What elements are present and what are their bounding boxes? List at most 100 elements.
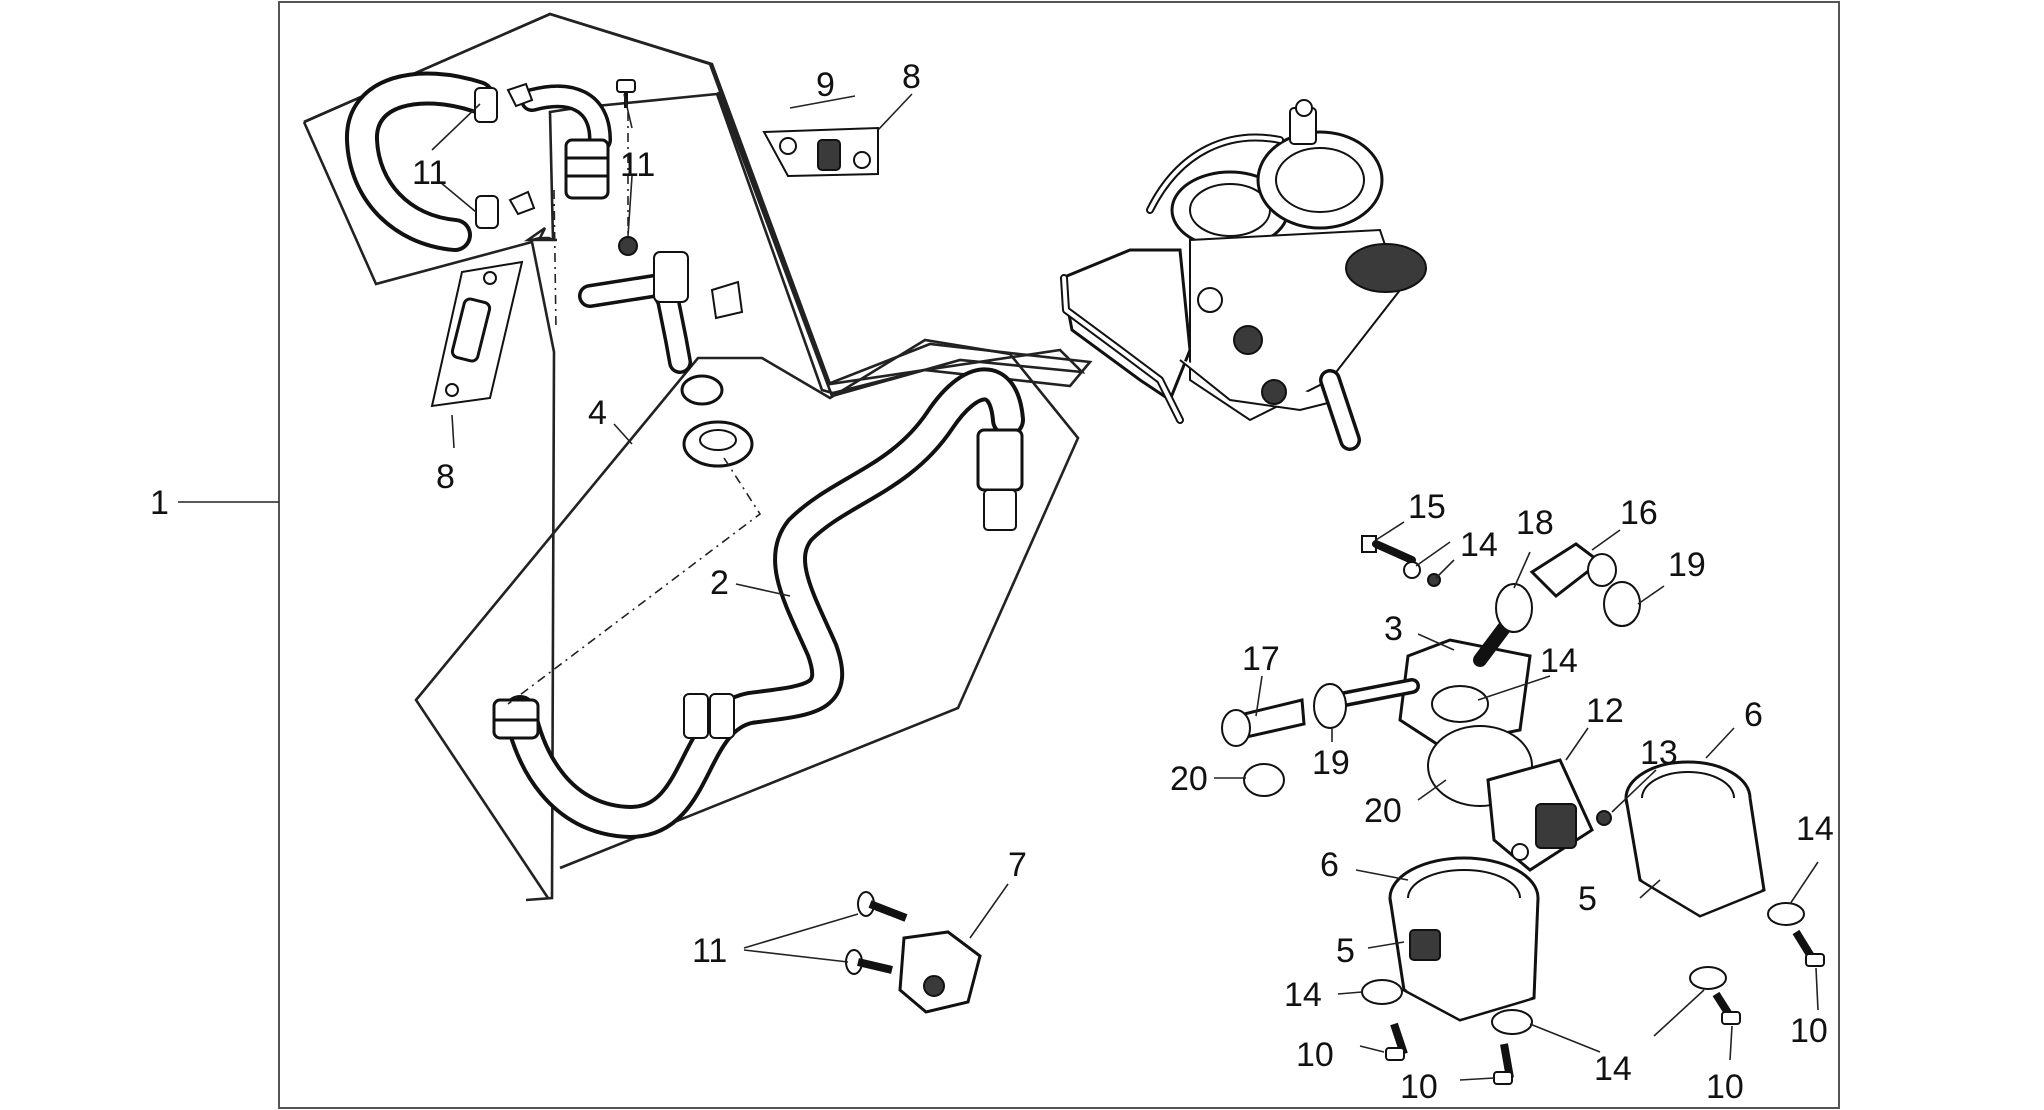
- leader-4: [613, 423, 633, 445]
- leader-10d: [1815, 967, 1819, 1011]
- leader-13: [1611, 769, 1657, 813]
- leader-14-far: [1789, 861, 1819, 905]
- callout-4: 4: [588, 394, 607, 432]
- screw-13: [1596, 810, 1612, 826]
- throttle-position-sensor: [898, 930, 982, 1014]
- assembly-line-a: [553, 189, 557, 331]
- callout-11b: 11: [620, 146, 655, 184]
- injector-plate-right: [762, 126, 879, 178]
- valve-12: [1486, 758, 1594, 872]
- group-outline-kit: [303, 12, 1086, 398]
- leader-6-right: [1705, 727, 1735, 759]
- callout-11c: 11: [692, 932, 727, 970]
- callout-14-top: 14: [1540, 642, 1578, 680]
- leader-14-mid: [1653, 989, 1705, 1037]
- leader-21: [1417, 779, 1447, 801]
- callout-16: 15: [1408, 488, 1446, 526]
- elbow-pipe-17: [1529, 542, 1617, 598]
- leader-14-bottom: [1529, 1023, 1601, 1053]
- callout-1: 1: [150, 484, 169, 522]
- hose-short: [520, 84, 612, 152]
- leader-11b-up: [623, 93, 633, 129]
- callout-15: 14: [1460, 526, 1498, 564]
- washer-14d: [1767, 902, 1805, 926]
- leader-11c-up: [743, 913, 859, 949]
- callout-11a: 11: [412, 154, 447, 192]
- leader-10a: [1359, 1045, 1385, 1053]
- callout-10d: 10: [1790, 1012, 1828, 1050]
- intake-manifold-right: [1624, 760, 1766, 918]
- callout-5-lower: 5: [1336, 932, 1355, 970]
- leader-14-left: [1337, 991, 1363, 995]
- retaining-clip-b: [508, 190, 536, 216]
- callout-10a: 10: [1296, 1036, 1334, 1074]
- throttle-body-assembly: [1060, 99, 1427, 451]
- callout-2: 2: [710, 564, 729, 602]
- washer-14c: [1689, 966, 1727, 990]
- hose-clamp-b: [475, 195, 499, 229]
- callout-17: 16: [1620, 494, 1658, 532]
- leader-11b-down: [627, 175, 633, 237]
- sensor-screw-b: [845, 949, 893, 975]
- callout-14-left: 14: [1284, 976, 1322, 1014]
- screw-mid: [618, 236, 638, 256]
- bolt-10d: [1792, 929, 1825, 967]
- clamp-20-left: [1243, 763, 1285, 797]
- group-outline-left: [302, 121, 556, 902]
- thermostat-housing: [1332, 621, 1532, 748]
- fuel-line-connector-left: [492, 698, 540, 740]
- clamp-19-upper: [1495, 583, 1533, 633]
- callout-6-right: 6: [1744, 696, 1763, 734]
- bolt-10b: [1493, 1043, 1514, 1085]
- callout-14-far: 14: [1796, 810, 1834, 848]
- leader-11a-up: [431, 103, 481, 151]
- callout-6-lower: 6: [1320, 846, 1339, 884]
- leader-11c-down: [743, 949, 849, 963]
- leader-17: [1591, 529, 1621, 551]
- bolt-10c: [1712, 991, 1741, 1025]
- clamp-20-right: [1603, 581, 1641, 627]
- leader-15b: [1435, 559, 1455, 579]
- washer-14b: [1491, 1009, 1533, 1035]
- leader-12: [1565, 727, 1589, 761]
- leader-19-upper: [1513, 551, 1531, 589]
- sensor-screw-a: [857, 891, 908, 922]
- callout-18: 17: [1242, 640, 1280, 678]
- callout-8-right: 8: [902, 58, 921, 96]
- callout-12: 12: [1586, 692, 1624, 730]
- callout-3: 3: [1384, 610, 1403, 648]
- clamp-19-lower: [1313, 683, 1347, 729]
- callout-5-right: 5: [1578, 880, 1597, 918]
- callout-14-bottom: 14: [1594, 1050, 1632, 1088]
- fuel-line-connector-right: [976, 428, 1024, 531]
- elbow-pipe-18: [1221, 698, 1306, 747]
- leader-8-left: [451, 414, 455, 449]
- hose-upper: [345, 71, 495, 252]
- callout-19-lower: 19: [1312, 744, 1350, 782]
- bracket-clip: [710, 280, 744, 320]
- clamp-ring: [680, 374, 724, 406]
- callout-9: 9: [816, 66, 835, 104]
- leader-15a: [1415, 541, 1451, 567]
- grommet: [682, 420, 754, 468]
- fuel-line-collar-b: [709, 693, 735, 739]
- leader-6-lower: [1355, 869, 1409, 881]
- intake-manifold-left: [1388, 856, 1540, 1022]
- callout-7: 7: [1008, 846, 1027, 884]
- callout-8-left: 8: [436, 458, 455, 496]
- bolt-16: [1361, 535, 1416, 564]
- injector-plate-left: [430, 260, 524, 408]
- leader-11a-down: [439, 181, 477, 213]
- fuel-line-hose: [503, 367, 1025, 839]
- diagram-frame: [278, 1, 1840, 1109]
- hose-clamp-a: [474, 87, 498, 123]
- callout-20-left: 20: [1170, 760, 1208, 798]
- group-outline-fuel-line: [414, 338, 1080, 899]
- callout-21: 20: [1364, 792, 1402, 830]
- leader-7: [969, 883, 1009, 939]
- fuel-line-collar-a: [683, 693, 709, 739]
- leader-20-right: [1637, 585, 1665, 605]
- washer-14a: [1361, 979, 1403, 1005]
